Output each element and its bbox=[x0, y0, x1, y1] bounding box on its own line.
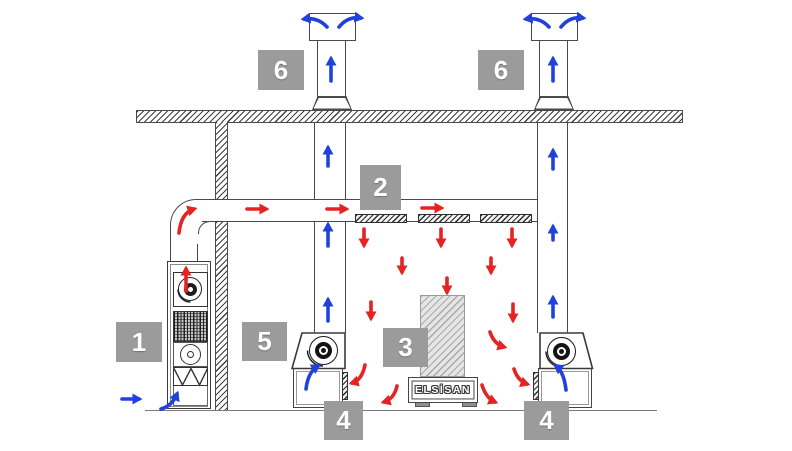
ahu-heating-coil-section bbox=[173, 311, 208, 342]
ahu-pump-inner-dot bbox=[187, 351, 194, 358]
wall-upper bbox=[215, 122, 228, 200]
ahu-pump-circle bbox=[180, 344, 201, 365]
left-fan-inlet-grille bbox=[342, 372, 348, 400]
right-exhaust-duct bbox=[537, 123, 568, 333]
room-curl-right-3 bbox=[480, 383, 499, 405]
right-chimney-flare bbox=[534, 96, 574, 110]
label-2-supply-duct: 2 bbox=[360, 165, 401, 210]
ceiling-diffuser-3 bbox=[480, 214, 532, 223]
label-4-left-exhaust-fan: 4 bbox=[324, 401, 363, 440]
right-fan-inlet-grille bbox=[533, 372, 539, 400]
right-fan-plinth-inner bbox=[541, 371, 589, 405]
ceiling-diffuser-1 bbox=[355, 214, 407, 223]
ahu-intake-section bbox=[173, 386, 208, 406]
label-3-machine: 3 bbox=[383, 328, 428, 367]
label-5-exhaust-duct: 5 bbox=[242, 322, 287, 361]
roof-slab bbox=[136, 110, 683, 123]
label-6-left-roof-cap: 6 bbox=[258, 50, 304, 90]
right-chimney-cap bbox=[531, 13, 578, 41]
room-curl-right-1 bbox=[488, 330, 508, 351]
label-6-right-roof-cap: 6 bbox=[478, 50, 524, 90]
left-fan-plinth-inner bbox=[296, 371, 340, 405]
left-chimney-flare bbox=[312, 96, 352, 110]
label-4-right-exhaust-fan: 4 bbox=[524, 401, 569, 440]
brand-text: ELSİSAN bbox=[414, 384, 471, 396]
label-1-air-handling-unit: 1 bbox=[116, 322, 162, 362]
left-chimney-flare-fill bbox=[313, 97, 351, 109]
ceiling-diffuser-2 bbox=[418, 214, 470, 223]
left-chimney-cap bbox=[309, 13, 356, 41]
supply-duct-elbow bbox=[170, 199, 202, 244]
wall-lower bbox=[215, 222, 228, 411]
right-chimney-flare-fill bbox=[535, 97, 573, 109]
room-curl-left-2 bbox=[380, 384, 399, 406]
room-curl-right-2 bbox=[512, 367, 531, 388]
floor-line bbox=[145, 410, 657, 411]
right-fan-hub-dot bbox=[559, 349, 564, 354]
left-exhaust-duct bbox=[314, 123, 346, 333]
ahu-fan-hub-dot bbox=[188, 287, 193, 292]
ahu-filter-section bbox=[173, 367, 208, 386]
brand-plate: ELSİSAN bbox=[408, 377, 478, 403]
room-curl-left-1 bbox=[348, 363, 367, 387]
left-fan-hub-dot bbox=[320, 348, 326, 353]
